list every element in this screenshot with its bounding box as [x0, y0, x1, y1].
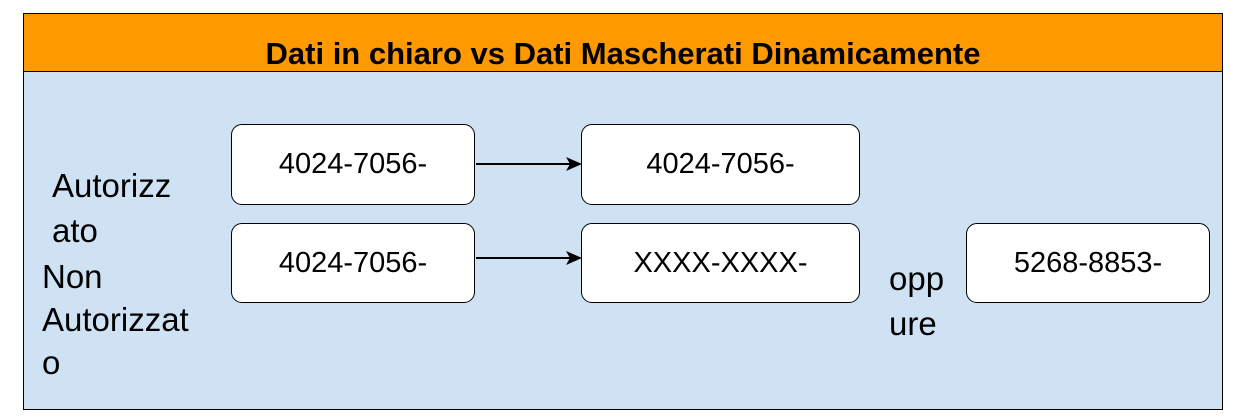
- authorized-result-value: 4024-7056-: [646, 148, 795, 180]
- unauthorized-source-box: 4024-7056-: [231, 223, 475, 303]
- authorized-source-box: 4024-7056-: [231, 124, 475, 205]
- unauthorized-label: Non Autorizzat o: [42, 255, 189, 384]
- unauthorized-source-value: 4024-7056-: [278, 246, 428, 279]
- authorized-label: Autorizz ato: [52, 163, 171, 253]
- unauthorized-label-line-3: o: [42, 344, 61, 381]
- unauthorized-result-box: XXXX-XXXX-: [581, 223, 860, 303]
- authorized-label-line-1: Autorizz: [52, 167, 172, 204]
- header-title: Dati in chiaro vs Dati Mascherati Dinami…: [265, 36, 981, 71]
- alternative-label: opp ure: [889, 256, 944, 346]
- authorized-result-box: 4024-7056-: [581, 124, 860, 205]
- authorized-label-line-2: ato: [52, 212, 98, 249]
- alternative-result-value: 5268-8853-: [1013, 246, 1163, 279]
- unauthorized-result-value: XXXX-XXXX-: [633, 246, 808, 279]
- authorized-source-value: 4024-7056-: [278, 148, 428, 180]
- alternative-label-line-1: opp: [889, 260, 945, 297]
- alternative-label-line-2: ure: [889, 305, 937, 342]
- header-banner: Dati in chiaro vs Dati Mascherati Dinami…: [23, 13, 1223, 72]
- unauthorized-label-line-2: Autorizzat: [42, 301, 189, 338]
- alternative-result-box: 5268-8853-: [966, 223, 1210, 303]
- unauthorized-label-line-1: Non: [42, 258, 103, 295]
